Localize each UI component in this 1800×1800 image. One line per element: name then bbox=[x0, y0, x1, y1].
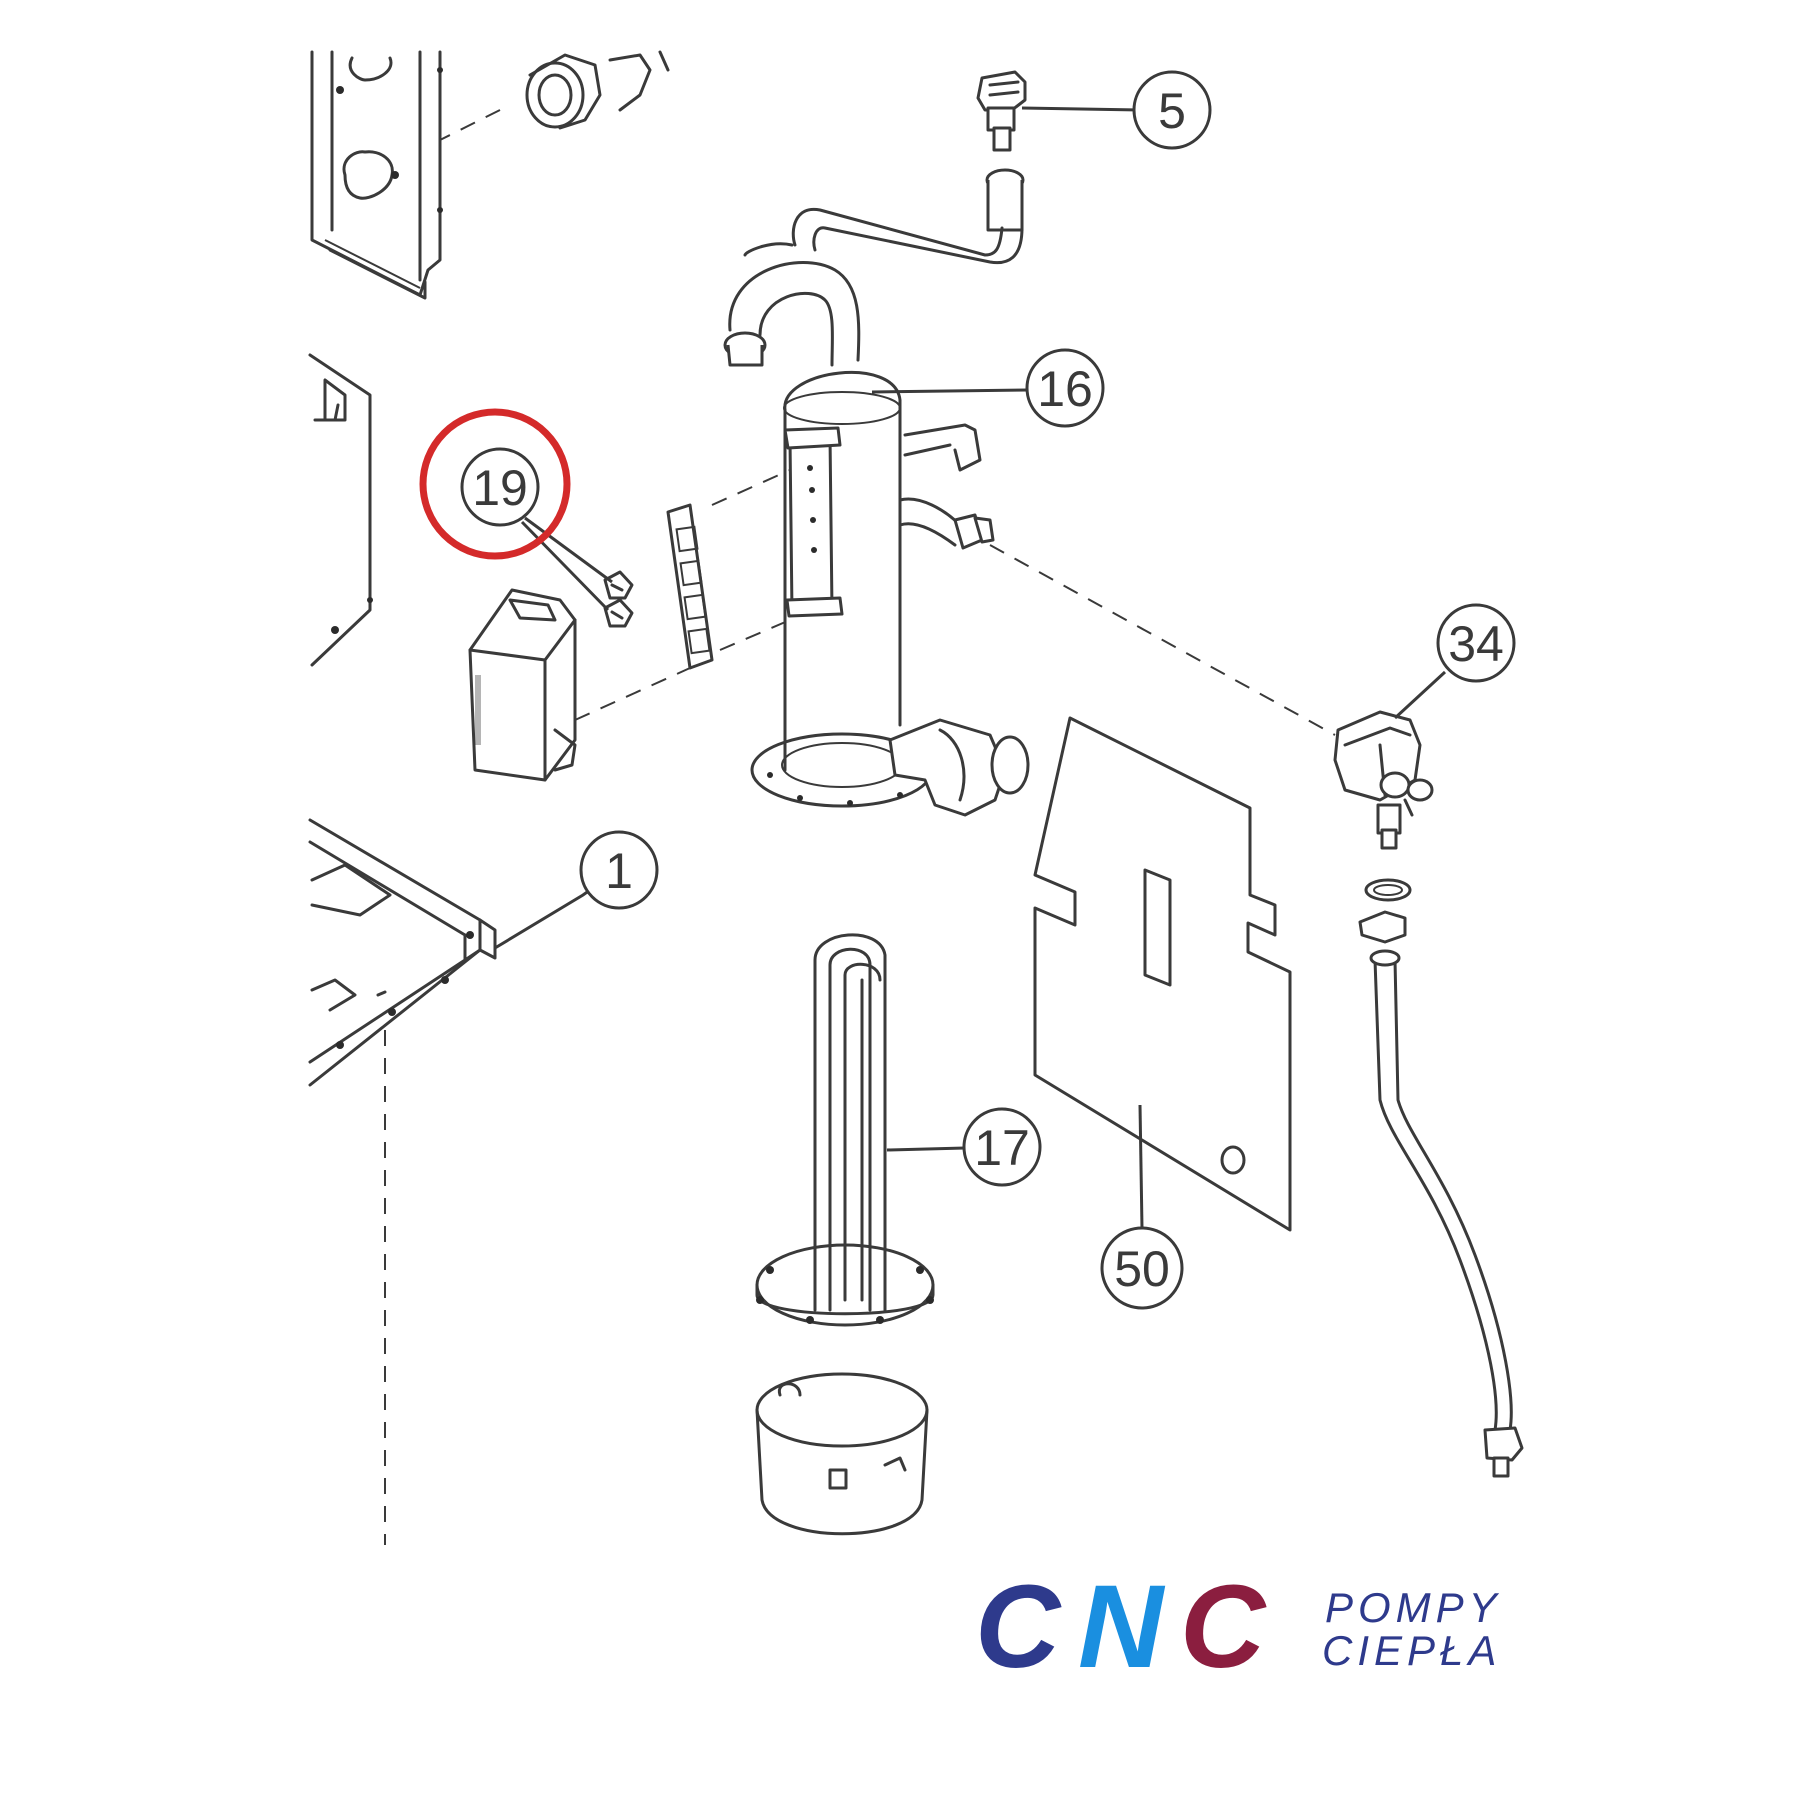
callout-17-label: 17 bbox=[974, 1120, 1030, 1176]
logo-line2: CIEPŁA bbox=[1322, 1627, 1501, 1674]
part-5-valve bbox=[976, 70, 1027, 152]
logo-letter-c1: C bbox=[975, 1561, 1062, 1693]
part-16-water-tank bbox=[723, 261, 1030, 817]
part-34-valve bbox=[1333, 710, 1434, 944]
callout-16-label: 16 bbox=[1037, 361, 1093, 417]
part-19-clips bbox=[603, 570, 634, 628]
control-box-panel bbox=[308, 353, 373, 667]
drain-hose bbox=[1369, 949, 1524, 1478]
logo-letter-n: N bbox=[1078, 1561, 1166, 1693]
pipe-fitting-top bbox=[525, 50, 670, 130]
callout-16: 16 bbox=[871, 348, 1105, 428]
logo-line1: POMPY bbox=[1325, 1584, 1502, 1631]
callout-50: 50 bbox=[1100, 1104, 1184, 1310]
logo-letter-c2: C bbox=[1180, 1561, 1267, 1693]
part-17-heater bbox=[755, 933, 935, 1327]
callout-1-label: 1 bbox=[605, 843, 633, 899]
callout-19: 19 bbox=[419, 408, 613, 612]
cnc-logo: C N C POMPY CIEPŁA bbox=[975, 1561, 1502, 1693]
terminal-strip bbox=[666, 503, 714, 670]
heater-cover bbox=[755, 1372, 929, 1536]
thermostat-box bbox=[468, 588, 577, 782]
callout-17: 17 bbox=[886, 1107, 1042, 1187]
callout-5: 5 bbox=[1021, 70, 1212, 150]
part-50-panel bbox=[1033, 716, 1292, 1232]
callout-34-label: 34 bbox=[1448, 616, 1504, 672]
part-1-base-frame bbox=[308, 818, 497, 1087]
cabinet-panel-top bbox=[310, 50, 443, 300]
callout-5-label: 5 bbox=[1158, 83, 1186, 139]
part-16-upper-pipe bbox=[743, 168, 1025, 265]
callout-1: 1 bbox=[494, 830, 659, 950]
callout-19-label: 19 bbox=[472, 460, 528, 516]
callout-50-label: 50 bbox=[1114, 1241, 1170, 1297]
highlight-ring bbox=[419, 408, 571, 560]
callout-34: 34 bbox=[1393, 603, 1516, 720]
